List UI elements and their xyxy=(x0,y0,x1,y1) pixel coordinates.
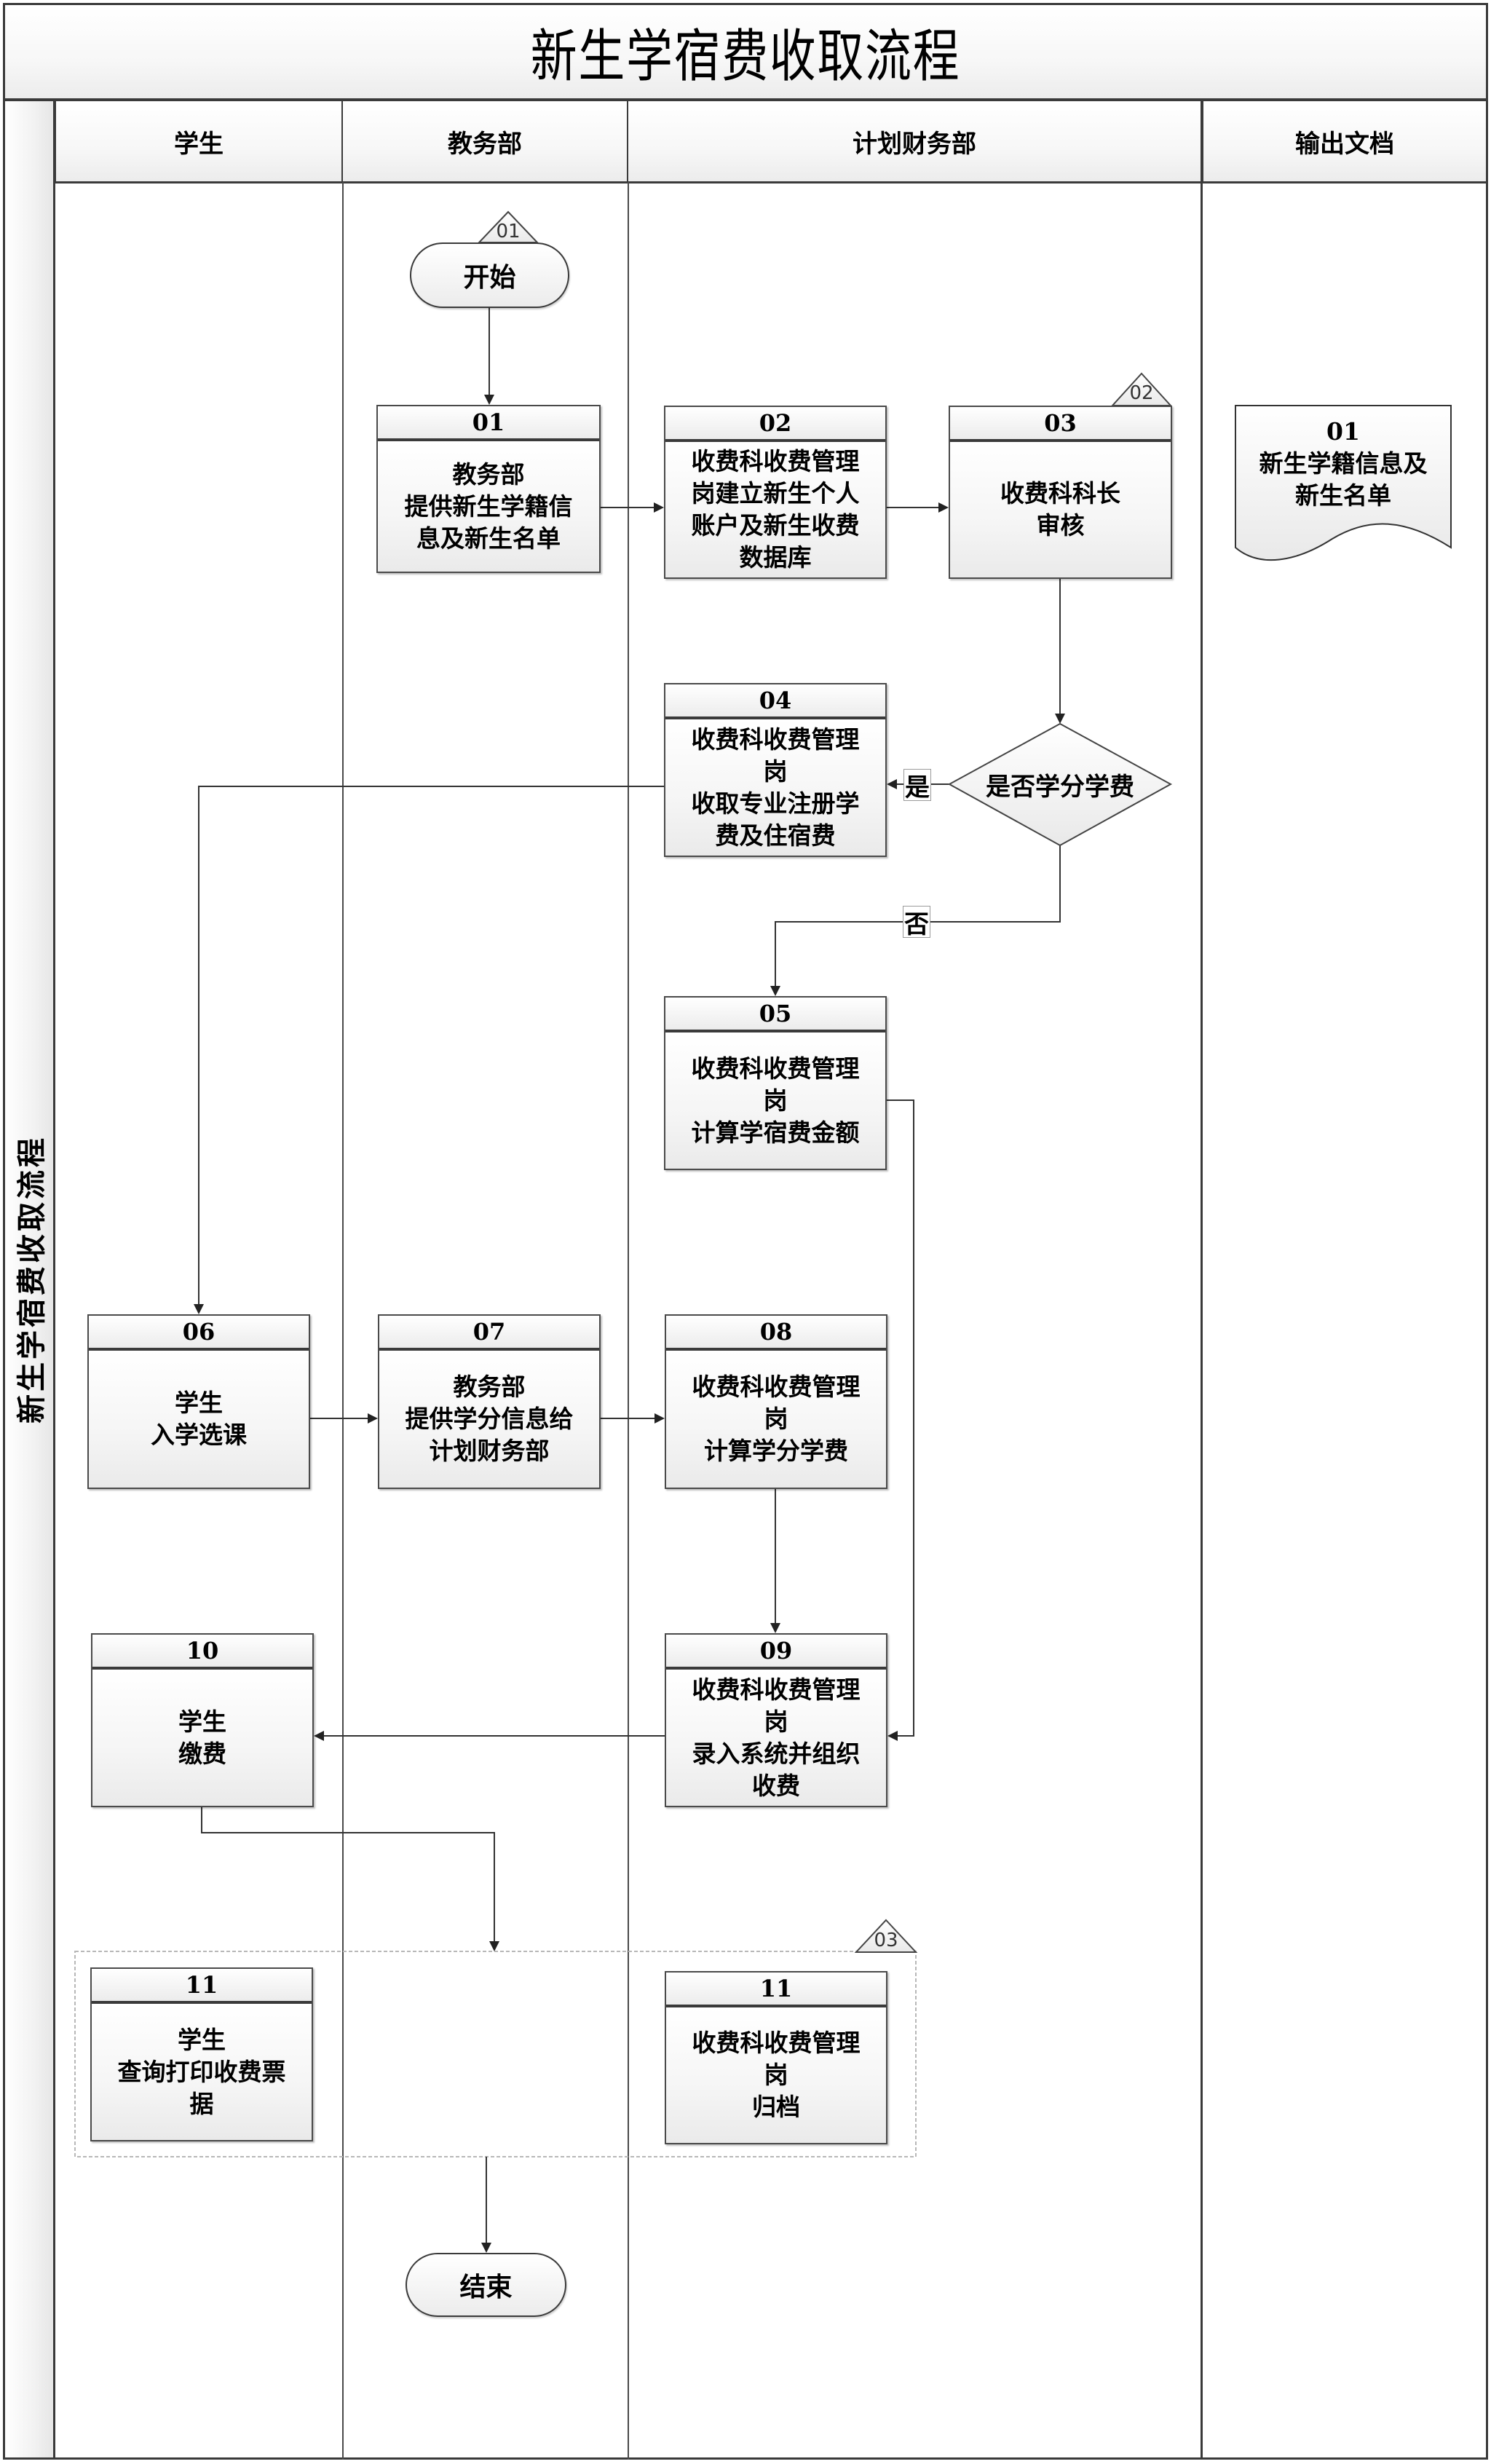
marker-label-02: 02 xyxy=(1129,382,1154,404)
start-label: 开始 xyxy=(463,262,516,293)
step-number: 06 xyxy=(89,1316,309,1351)
edge-label-no: 否 xyxy=(903,906,930,939)
document-shape xyxy=(1235,405,1452,561)
step-text: 教务部 提供新生学籍信 息及新生名单 xyxy=(378,441,599,572)
step-text: 学生 查询打印收费票 据 xyxy=(92,2004,312,2140)
arrow-10-to-group xyxy=(201,1807,499,1951)
decision-diamond xyxy=(947,722,1173,847)
end-terminator[interactable]: 结束 xyxy=(406,2253,566,2317)
step-number: 11 xyxy=(666,1973,886,2007)
decision-text: 是否学分学费 xyxy=(986,772,1134,802)
step-text: 收费科收费管理 岗建立新生个人 账户及新生收费 数据库 xyxy=(665,442,885,577)
process-step-01[interactable]: 01 教务部 提供新生学籍信 息及新生名单 xyxy=(376,405,601,573)
step-text: 收费科收费管理 岗 录入系统并组织 收费 xyxy=(666,1670,886,1806)
process-step-10[interactable]: 10 学生 缴费 xyxy=(91,1633,314,1807)
step-number: 07 xyxy=(379,1316,599,1351)
arrow-05-to-09 xyxy=(887,1099,914,1741)
step-number: 11 xyxy=(92,1969,312,2004)
step-number: 01 xyxy=(378,406,599,441)
process-step-02[interactable]: 02 收费科收费管理 岗建立新生个人 账户及新生收费 数据库 xyxy=(664,406,887,579)
document-number: 01 xyxy=(1326,417,1360,446)
marker-label-01: 01 xyxy=(496,221,521,242)
parallel-group-outline xyxy=(74,1951,917,2157)
step-text: 收费科收费管理 岗 计算学宿费金额 xyxy=(665,1032,885,1169)
step-number: 04 xyxy=(665,684,885,719)
process-step-05[interactable]: 05 收费科收费管理 岗 计算学宿费金额 xyxy=(664,996,887,1170)
marker-triangle-03 xyxy=(854,1919,918,1953)
step-number: 02 xyxy=(665,407,885,442)
diagram-title: 新生学宿费收取流程 xyxy=(530,24,961,90)
lane-header-finance: 计划财务部 xyxy=(628,99,1203,183)
process-step-03[interactable]: 03 收费科科长 审核 xyxy=(949,406,1172,579)
marker-label-03: 03 xyxy=(874,1930,898,1951)
process-step-06[interactable]: 06 学生 入学选课 xyxy=(87,1314,310,1489)
lane-divider xyxy=(1201,182,1203,2460)
step-text: 学生 缴费 xyxy=(92,1670,312,1806)
process-step-07[interactable]: 07 教务部 提供学分信息给 计划财务部 xyxy=(378,1314,601,1489)
process-step-11-finance[interactable]: 11 收费科收费管理 岗 归档 xyxy=(665,1971,887,2144)
lane-header-output-docs: 输出文档 xyxy=(1201,99,1488,183)
lane-header-label: 输出文档 xyxy=(1295,129,1394,159)
swimlane-pool-label: 新生学宿费收取流程 xyxy=(3,99,55,2460)
document-title: 新生学籍信息及 新生名单 xyxy=(1259,449,1428,510)
lane-header-academic-affairs: 教务部 xyxy=(342,99,629,183)
process-step-08[interactable]: 08 收费科收费管理 岗 计算学分学费 xyxy=(665,1314,887,1489)
step-number: 09 xyxy=(666,1635,886,1670)
step-number: 08 xyxy=(666,1316,886,1351)
step-text: 收费科收费管理 岗 收取专业注册学 费及住宿费 xyxy=(665,719,885,856)
process-step-09[interactable]: 09 收费科收费管理 岗 录入系统并组织 收费 xyxy=(665,1633,887,1807)
step-number: 10 xyxy=(92,1635,312,1670)
arrow-04-to-06 xyxy=(194,786,664,1314)
process-step-11-student[interactable]: 11 学生 查询打印收费票 据 xyxy=(90,1967,313,2141)
lane-header-student: 学生 xyxy=(55,99,344,183)
edge-label-yes: 是 xyxy=(903,769,931,802)
end-label: 结束 xyxy=(459,2272,513,2302)
lane-divider xyxy=(628,182,629,2460)
step-number: 03 xyxy=(950,407,1171,442)
step-text: 学生 入学选课 xyxy=(89,1351,309,1488)
lane-header-label: 教务部 xyxy=(448,129,522,159)
process-step-04[interactable]: 04 收费科收费管理 岗 收取专业注册学 费及住宿费 xyxy=(664,683,887,857)
lane-header-label: 学生 xyxy=(174,129,224,159)
step-text: 收费科收费管理 岗 计算学分学费 xyxy=(666,1351,886,1488)
step-number: 05 xyxy=(665,998,885,1032)
step-text: 收费科科长 审核 xyxy=(950,442,1171,577)
step-text: 收费科收费管理 岗 归档 xyxy=(666,2007,886,2143)
lane-header-label: 计划财务部 xyxy=(853,129,976,159)
step-text: 教务部 提供学分信息给 计划财务部 xyxy=(379,1351,599,1488)
start-terminator[interactable]: 开始 xyxy=(410,242,569,308)
lane-divider xyxy=(342,182,344,2460)
output-document-01[interactable]: 01 新生学籍信息及 新生名单 xyxy=(1235,406,1451,537)
